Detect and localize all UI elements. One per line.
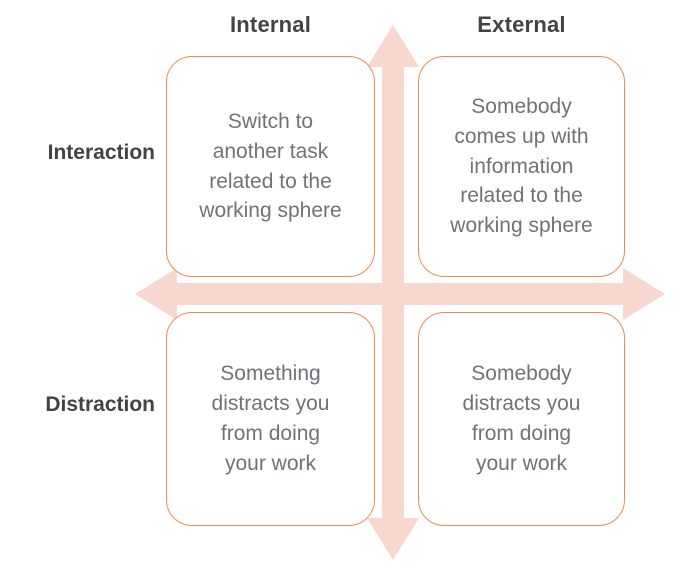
quadrant-interaction-external-text: Somebody comes up with information relat…: [450, 94, 593, 238]
quadrant-interaction-internal-text: Switch to another task related to the wo…: [199, 109, 342, 223]
row-label-interaction: Interaction: [47, 141, 155, 164]
row-label-distraction: Distraction: [45, 393, 155, 416]
quadrant-distraction-external-text: Somebody distracts you from doing your w…: [462, 362, 581, 475]
quadrant-distraction-internal-text: Something distracts you from doing your …: [211, 362, 330, 475]
column-header-external: External: [477, 12, 566, 37]
quadrant-distraction-external[interactable]: Somebody distracts you from doing your w…: [418, 312, 625, 526]
quadrant-interaction-external[interactable]: Somebody comes up with information relat…: [418, 56, 625, 277]
column-header-internal: Internal: [229, 12, 312, 37]
quadrant-interaction-internal[interactable]: Switch to another task related to the wo…: [166, 56, 375, 277]
vertical-axis-arrow: [367, 25, 419, 560]
quadrant-distraction-internal[interactable]: Something distracts you from doing your …: [166, 312, 375, 526]
